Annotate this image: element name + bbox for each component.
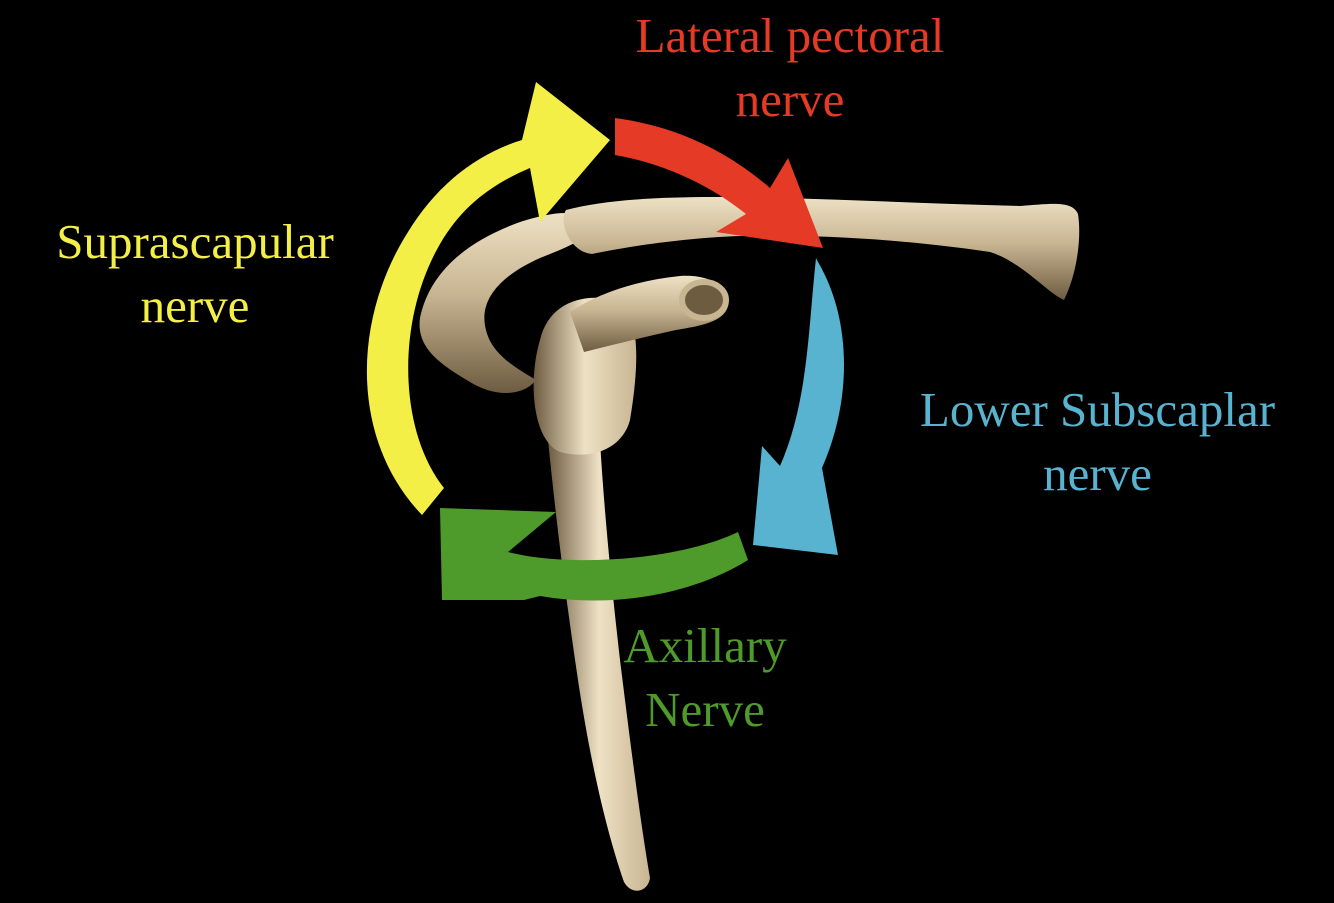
lower-subscapular-line1: Lower Subscaplar (919, 382, 1276, 437)
axillary-line2: Nerve (645, 682, 765, 737)
scapula-blade (548, 440, 650, 891)
suprascapular-line1: Suprascapular (56, 214, 334, 269)
lateral-pectoral-line2: nerve (735, 72, 845, 127)
axillary-line1: Axillary (623, 618, 787, 673)
lower-subscapular-nerve-label: Lower Subscaplar nerve (870, 378, 1325, 506)
coracoid-tip (679, 279, 729, 321)
bone-group (419, 197, 1080, 891)
suprascapular-line2: nerve (140, 278, 250, 333)
lower-subscapular-line2: nerve (1043, 446, 1152, 501)
lower-subscapular-arrow (753, 258, 845, 555)
acromion (419, 212, 591, 393)
lateral-pectoral-nerve-label: Lateral pectoral nerve (580, 4, 1000, 132)
axillary-arrow (440, 508, 748, 601)
lateral-pectoral-line1: Lateral pectoral (635, 8, 945, 63)
axillary-nerve-label: Axillary Nerve (560, 614, 850, 742)
clavicle (563, 197, 1080, 300)
suprascapular-arrow (366, 82, 610, 515)
suprascapular-nerve-label: Suprascapular nerve (10, 210, 380, 338)
lateral-pectoral-arrow (615, 118, 823, 248)
nerve-arrows (366, 82, 845, 601)
